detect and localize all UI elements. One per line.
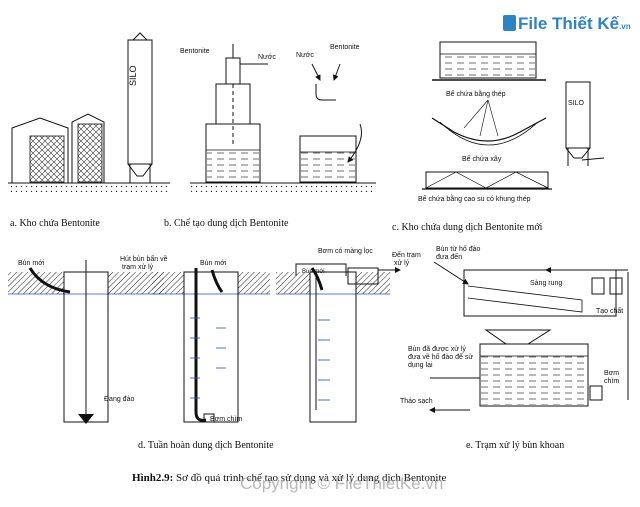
- label-bentonite: Bentonite: [180, 48, 210, 55]
- label-thao-sach: Tháo sạch: [400, 398, 433, 405]
- panel-e-treatment: [429, 261, 629, 413]
- panel-d-circulation: [8, 260, 401, 424]
- label-be-cao-su: Bể chứa bằng cao su có khung thép: [418, 196, 531, 203]
- panel-c-tanks: [422, 41, 605, 190]
- sacks-2: [77, 123, 103, 183]
- logo-text: File Thiết Kế: [518, 14, 620, 33]
- label-hut-bun-1: Hút bùn bẩn về: [120, 256, 168, 263]
- label-bun-tu-ho-2: đưa đến: [436, 254, 463, 261]
- label-bun-da-xl-1: Bùn đã được xử lý: [408, 346, 466, 353]
- plant-frame: [463, 269, 617, 317]
- figure-title-text: Sơ đồ quá trình chế tạo sử dụng và xử lý…: [173, 472, 447, 484]
- silo-a: [127, 39, 153, 165]
- trench-2: [183, 271, 239, 423]
- shed-2: [71, 113, 105, 183]
- watermark: Copyright © FileThietKe.vn: [240, 474, 444, 493]
- label-be-thep: Bể chứa bằng thép: [446, 91, 506, 98]
- caption-e: e. Trạm xử lý bùn khoan: [466, 440, 565, 451]
- open-tank-b: [299, 135, 357, 183]
- label-den-tram-1: Đến trạm: [392, 252, 421, 259]
- label-hut-bun-2: trạm xử lý: [122, 264, 154, 271]
- site-logo: File Thiết Kế.vn: [503, 14, 631, 34]
- label-bun-da-xl-3: dụng lại: [408, 362, 433, 369]
- caption-a: a. Kho chứa Bentonite: [10, 218, 100, 229]
- file-logo-icon: [503, 15, 516, 31]
- masonry-pit: [431, 117, 547, 142]
- logo-domain: .vn: [619, 22, 631, 31]
- sacks-1: [29, 135, 65, 183]
- label-silo-2: SILO: [568, 100, 584, 107]
- filter-pump: [347, 267, 379, 285]
- label-nuoc-2: Nước: [296, 52, 314, 59]
- panel-a-storage: [8, 32, 170, 192]
- caption-b: b. Chế tạo dung dịch Bentonite: [164, 218, 289, 229]
- ground-b: [190, 183, 376, 192]
- hopper: [215, 83, 251, 125]
- label-bun-tu-ho-1: Bùn từ hố đào: [436, 246, 481, 253]
- rubber-tank: [425, 171, 549, 189]
- caption-d: d. Tuần hoàn dung dịch Bentonite: [138, 440, 274, 451]
- silo-c: [565, 81, 591, 149]
- settling-tank: [479, 343, 589, 407]
- ground-a: [8, 183, 170, 192]
- label-nuoc: Nước: [258, 54, 276, 61]
- steel-tank: [439, 41, 537, 79]
- label-dang-dao: Đang đào: [104, 396, 135, 403]
- label-bun-moi-2: Bùn mới: [200, 260, 227, 267]
- trench-3: [309, 271, 357, 423]
- label-sang-rung: Sàng rung: [530, 280, 563, 287]
- figure-title: Hình2.9: Sơ đồ quá trình chế tạo sử dụng…: [132, 472, 446, 484]
- label-silo: SILO: [128, 65, 138, 86]
- caption-c: c. Kho chứa dung dịch Bentonite mới: [392, 222, 543, 233]
- label-bom-mang-loc: Bơm có màng lọc: [318, 248, 373, 255]
- label-tao-chat: Tạo chất: [596, 308, 624, 315]
- label-bun-da-xl-2: đưa về hố đào để sử: [408, 354, 474, 361]
- label-bun-moi-1: Bùn mới: [18, 260, 45, 267]
- label-den-tram-2: xử lý: [394, 260, 410, 267]
- submersible-pump: [203, 413, 215, 423]
- shed-1: [11, 117, 69, 183]
- label-bentonite-2: Bentonite: [330, 44, 360, 51]
- figure-number: Hình2.9:: [132, 472, 174, 484]
- label-bom-chim-3: chìm: [604, 378, 620, 385]
- panel-b-mixing: [190, 44, 376, 192]
- label-bom-chim: Bơm chìm: [210, 416, 243, 423]
- label-bun-moi-3: Bùn mới: [302, 269, 325, 275]
- label-be-xay: Bể chứa xây: [462, 156, 502, 163]
- label-bom-chim-2: Bơm: [604, 370, 620, 377]
